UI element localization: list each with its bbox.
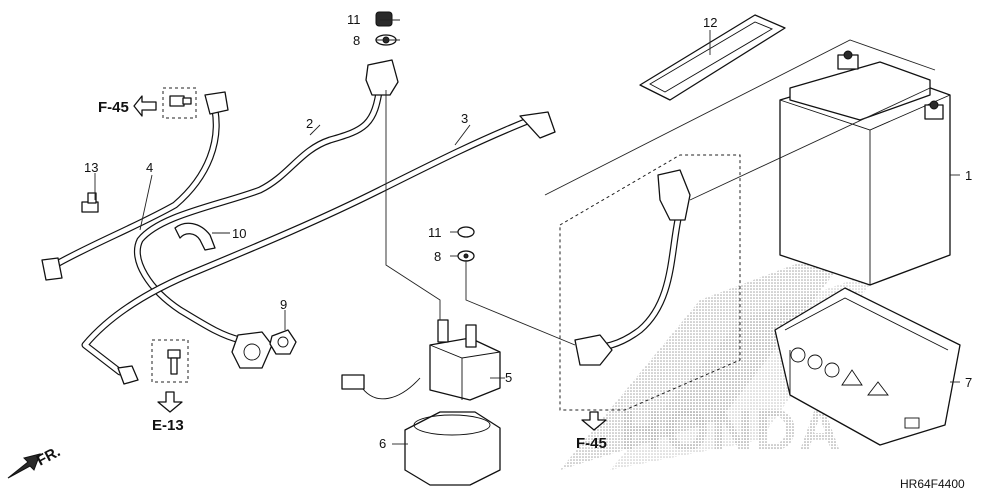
callout-8-right: 8: [434, 249, 441, 264]
ref-f45-top: F-45: [98, 99, 129, 116]
leader-lines: [94, 19, 960, 445]
nut-11-right: [457, 226, 475, 238]
relay-cover: [404, 411, 501, 486]
callout-6: 6: [379, 436, 386, 451]
callout-11: 11: [347, 12, 361, 27]
e13-arrow: [157, 391, 183, 413]
cable-4: [41, 91, 229, 281]
callout-4: 4: [146, 160, 153, 175]
cable-2: [133, 11, 399, 369]
f45-top-arrow: [133, 95, 157, 117]
diagram-code: HR64F4400: [900, 477, 965, 491]
callout-12: 12: [703, 15, 717, 30]
callout-2: 2: [306, 116, 313, 131]
callout-13: 13: [84, 160, 98, 175]
callout-9: 9: [280, 297, 287, 312]
front-arrow: [7, 453, 41, 479]
battery-box: [774, 287, 961, 446]
ref-front: FR.: [34, 443, 63, 469]
battery: [779, 50, 951, 286]
positive-lead: [574, 169, 691, 366]
ref-e13: E-13: [152, 417, 184, 434]
callout-5: 5: [505, 370, 512, 385]
washer-8-right: [457, 250, 475, 262]
band-10: [174, 222, 216, 251]
callout-10: 10: [232, 226, 246, 241]
bolt-13: [81, 192, 99, 213]
nut-9: [269, 329, 297, 355]
callout-8: 8: [353, 33, 360, 48]
bolt-e13: [151, 339, 189, 383]
f45-bottom-arrow: [581, 411, 607, 431]
watermark-text: HONDA: [620, 398, 843, 463]
callout-7: 7: [965, 375, 972, 390]
battery-strap: [639, 14, 786, 101]
bolt-top: [162, 87, 197, 119]
subassembly-boundary: [559, 154, 741, 411]
ref-f45-bottom: F-45: [576, 435, 607, 452]
callout-1: 1: [965, 168, 972, 183]
starter-relay: [341, 319, 501, 401]
callout-11-right: 11: [428, 225, 442, 240]
cable-3: [81, 111, 556, 385]
callout-3: 3: [461, 111, 468, 126]
